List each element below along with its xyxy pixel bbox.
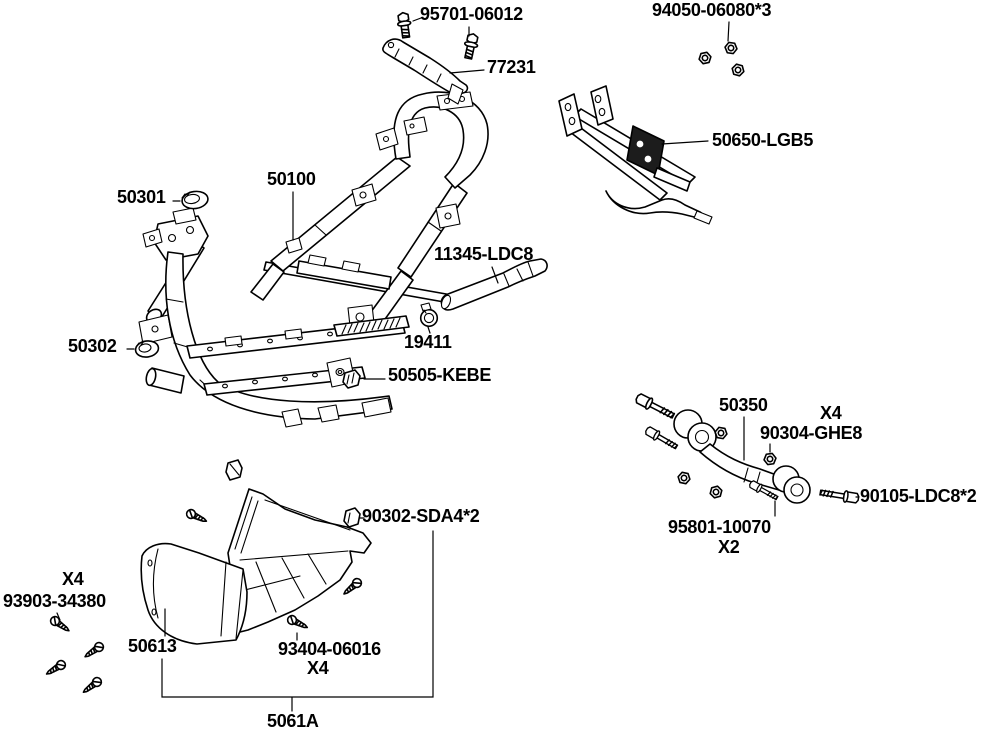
bridge-brace-part-drawing bbox=[382, 38, 469, 105]
group-bracket-5061A bbox=[161, 530, 434, 712]
pipe-clamp-icon bbox=[419, 302, 439, 328]
hex-nut-icon bbox=[697, 41, 746, 78]
breather-tube-part-drawing bbox=[440, 258, 548, 311]
floor-panel-part-drawing bbox=[140, 488, 372, 645]
rear-carrier-bracket-part-drawing bbox=[558, 85, 713, 225]
leader-lines bbox=[56, 17, 860, 641]
grommet-icon bbox=[134, 190, 209, 358]
engine-hanger-part-drawing bbox=[633, 391, 861, 505]
frame-part-drawing bbox=[138, 91, 489, 428]
clip-icon bbox=[225, 369, 361, 528]
